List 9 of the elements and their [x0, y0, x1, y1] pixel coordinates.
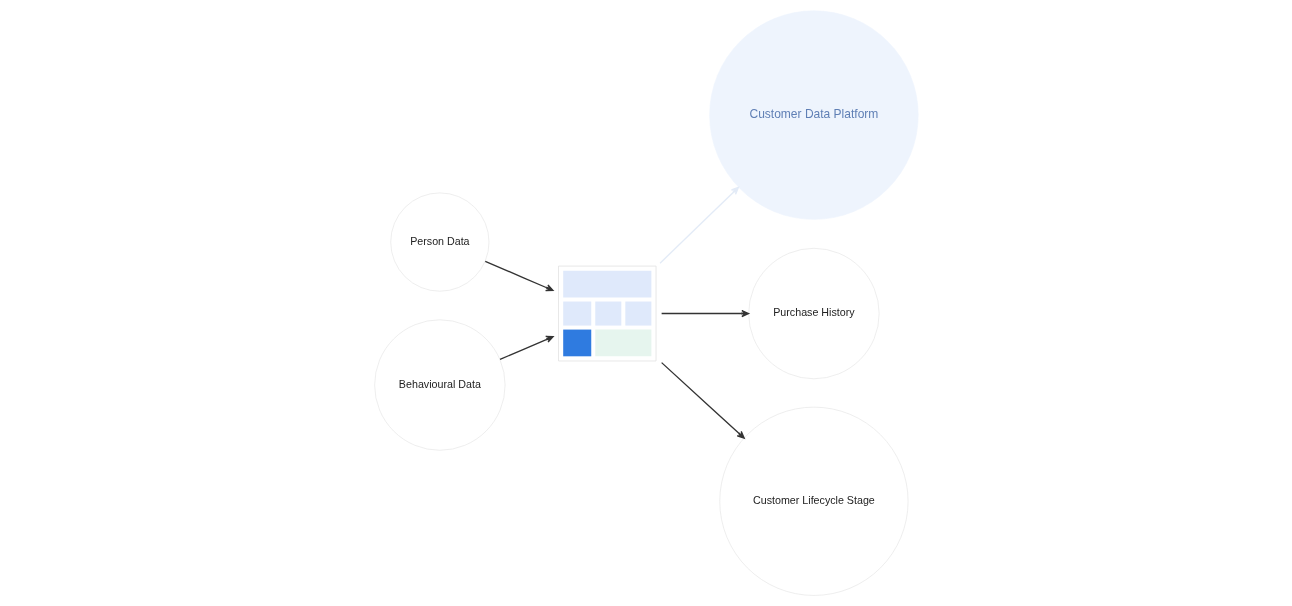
node-circle: Person Data: [389, 192, 489, 292]
arrow: [484, 260, 554, 292]
node-circle: Behavioural Data: [373, 319, 505, 451]
arrow: [660, 309, 749, 318]
arrow: [660, 361, 745, 439]
node-circle: Purchase History: [747, 247, 879, 380]
arrow: [658, 186, 739, 264]
node-circle: Customer Lifecycle Stage: [718, 406, 908, 596]
node-circle: Customer Data Platform: [708, 10, 918, 220]
